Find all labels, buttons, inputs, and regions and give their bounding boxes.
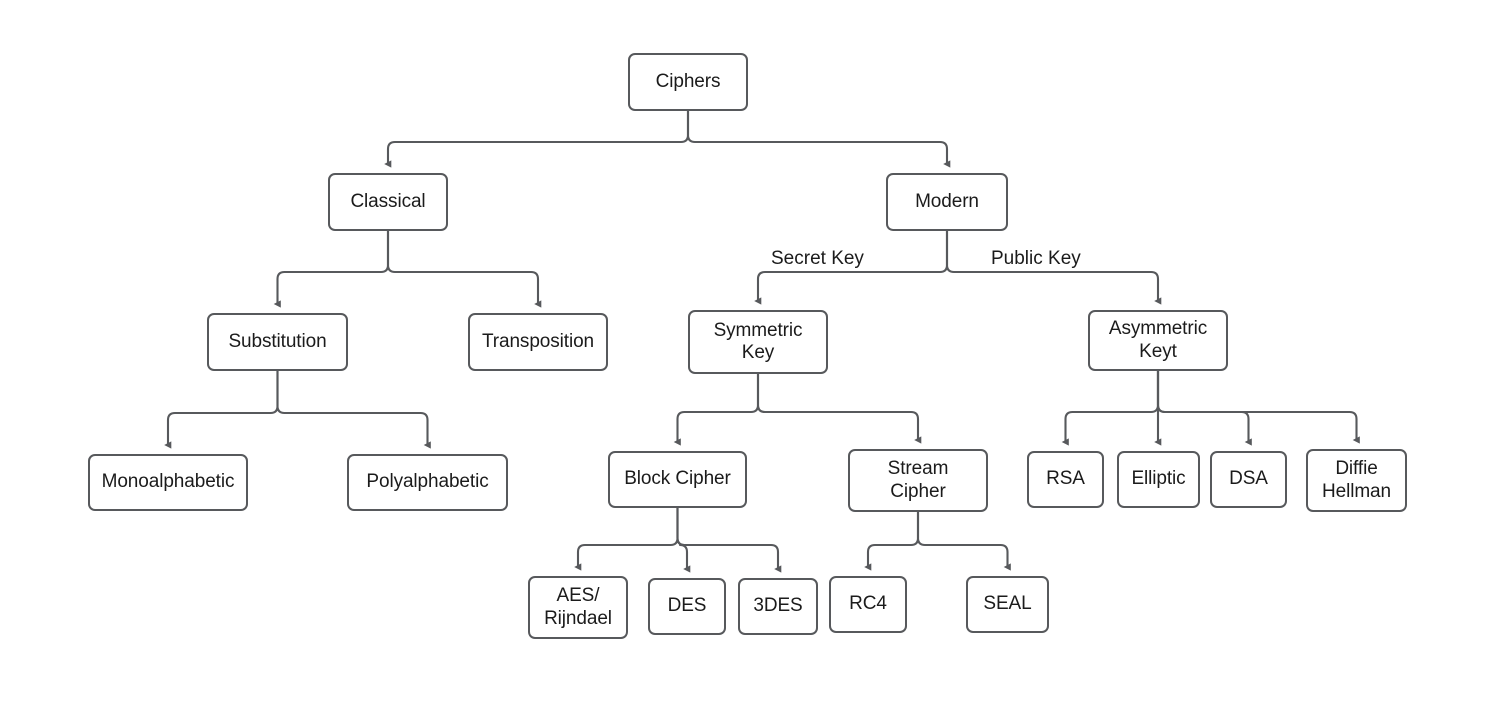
edge-symmetric-key-to-block-cipher	[673, 372, 760, 446]
edge-block-cipher-to-aes-rijndael	[574, 506, 679, 571]
edge-asymmetric-key-to-rsa	[1061, 369, 1160, 446]
node-polyalphabetic[interactable]: Polyalphabetic	[347, 454, 508, 511]
secret-key-label: Secret Key	[771, 248, 864, 269]
edge-asymmetric-key-to-diffie-hellman	[1156, 369, 1360, 444]
node-modern[interactable]: Modern	[886, 173, 1008, 231]
node-dsa[interactable]: DSA	[1210, 451, 1287, 508]
node-ciphers[interactable]: Ciphers	[628, 53, 748, 111]
node-aes-rijndael[interactable]: AES/ Rijndael	[528, 576, 628, 639]
edge-classical-to-transposition	[386, 229, 542, 308]
node-rsa[interactable]: RSA	[1027, 451, 1104, 508]
edge-symmetric-key-to-stream-cipher	[756, 372, 922, 444]
edge-paths	[164, 109, 1360, 573]
edge-ciphers-to-classical	[384, 109, 690, 168]
node-seal[interactable]: SEAL	[966, 576, 1049, 633]
node-3des[interactable]: 3DES	[738, 578, 818, 635]
node-monoalphabetic[interactable]: Monoalphabetic	[88, 454, 248, 511]
node-stream-cipher[interactable]: Stream Cipher	[848, 449, 988, 512]
public-key-label: Public Key	[991, 248, 1081, 269]
edge-substitution-to-monoalphabetic	[164, 369, 279, 449]
edge-stream-cipher-to-seal	[916, 510, 1011, 571]
edge-modern-to-asymmetric-key	[945, 229, 1162, 305]
node-transposition[interactable]: Transposition	[468, 313, 608, 371]
edge-block-cipher-to-3des	[676, 506, 782, 573]
node-substitution[interactable]: Substitution	[207, 313, 348, 371]
node-elliptic[interactable]: Elliptic	[1117, 451, 1200, 508]
node-block-cipher[interactable]: Block Cipher	[608, 451, 747, 508]
edge-classical-to-substitution	[273, 229, 390, 308]
edge-asymmetric-key-to-dsa	[1156, 369, 1252, 446]
node-symmetric-key[interactable]: Symmetric Key	[688, 310, 828, 374]
node-diffie-hellman[interactable]: Diffie Hellman	[1306, 449, 1407, 512]
node-des[interactable]: DES	[648, 578, 726, 635]
edge-block-cipher-to-des	[676, 506, 691, 573]
edge-substitution-to-polyalphabetic	[276, 369, 431, 449]
edge-ciphers-to-modern	[686, 109, 951, 168]
node-asymmetric-key[interactable]: Asymmetric Keyt	[1088, 310, 1228, 371]
node-rc4[interactable]: RC4	[829, 576, 907, 633]
node-classical[interactable]: Classical	[328, 173, 448, 231]
edge-stream-cipher-to-rc4	[864, 510, 920, 571]
